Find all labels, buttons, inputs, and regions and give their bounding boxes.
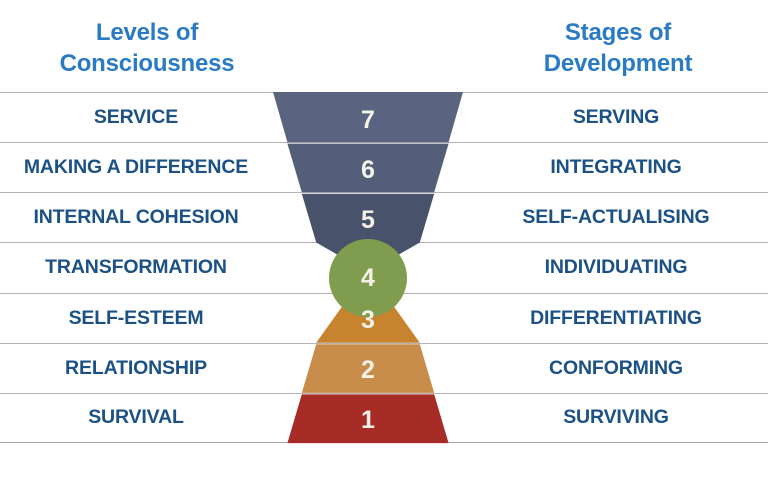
stage-label-6: INTEGRATING bbox=[550, 156, 682, 179]
table-row: MAKING A DIFFERENCE INTEGRATING bbox=[0, 142, 768, 192]
level-number-3: 3 bbox=[361, 306, 375, 334]
header-left-line2: Consciousness bbox=[59, 49, 235, 77]
table-row: RELATIONSHIP CONFORMING bbox=[0, 342, 768, 393]
level-number-6: 6 bbox=[361, 156, 375, 184]
level-number-5: 5 bbox=[361, 206, 375, 234]
consciousness-label-5: INTERNAL COHESION bbox=[33, 206, 239, 229]
level-number-2: 2 bbox=[361, 356, 375, 384]
column-header-levels-of-consciousness: Levels of Consciousness bbox=[22, 18, 272, 79]
column-header-stages-of-development: Stages of Development bbox=[490, 18, 746, 79]
stage-label-7: SERVING bbox=[572, 106, 660, 129]
table-row: SURVIVAL SURVIVING bbox=[0, 392, 768, 443]
consciousness-label-2: RELATIONSHIP bbox=[65, 356, 207, 379]
stage-label-2: CONFORMING bbox=[549, 356, 683, 379]
stage-label-1: SURVIVING bbox=[563, 406, 669, 429]
consciousness-label-7: SERVICE bbox=[93, 106, 179, 129]
consciousness-label-4: TRANSFORMATION bbox=[45, 256, 227, 279]
consciousness-label-1: SURVIVAL bbox=[88, 406, 184, 429]
header-right-line1: Stages of bbox=[564, 19, 672, 46]
header-left-line1: Levels of bbox=[95, 19, 199, 46]
consciousness-label-6: MAKING A DIFFERENCE bbox=[23, 156, 249, 179]
level-number-7: 7 bbox=[361, 106, 375, 134]
level-number-4: 4 bbox=[361, 264, 375, 292]
level-number-1: 1 bbox=[361, 406, 375, 434]
header-right-line2: Development bbox=[543, 49, 693, 77]
stage-label-5: SELF-ACTUALISING bbox=[522, 206, 710, 229]
consciousness-label-3: SELF-ESTEEM bbox=[68, 306, 204, 329]
table-row: INTERNAL COHESION SELF-ACTUALISING bbox=[0, 192, 768, 242]
stage-label-4: INDIVIDUATING bbox=[544, 256, 688, 279]
stage-label-3: DIFFERENTIATING bbox=[530, 306, 702, 329]
